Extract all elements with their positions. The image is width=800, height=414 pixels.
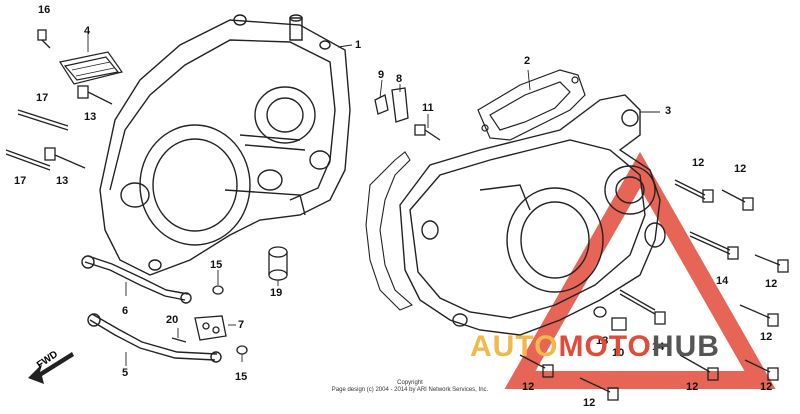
callout-11: 11: [422, 102, 434, 114]
callout-8: 8: [396, 73, 403, 85]
watermark-auto: AUTO: [470, 330, 559, 363]
callout-16: 16: [38, 4, 51, 16]
watermark-hub: HUB: [651, 330, 720, 363]
oil-pipes: [81, 255, 222, 363]
fwd-arrow: [28, 352, 74, 384]
callout-17: 17: [14, 175, 27, 187]
callout-15: 15: [235, 371, 248, 383]
callout-12: 12: [686, 381, 699, 393]
callout-7: 7: [238, 319, 245, 331]
right-crankcase: [399, 94, 666, 336]
callout-2: 2: [524, 55, 531, 67]
callout-13: 13: [84, 111, 97, 123]
callout-12: 12: [760, 331, 773, 343]
callout-20: 20: [166, 314, 179, 326]
watermark-moto: MOTO: [558, 330, 652, 363]
copyright-line-1: Copyright: [397, 380, 423, 386]
copyright-notice: Copyright Page design (c) 2004 - 2014 by…: [300, 380, 520, 394]
callout-12: 12: [734, 163, 747, 175]
callout-5: 5: [122, 367, 129, 379]
strainer-screen: [59, 51, 123, 85]
callout-13: 13: [56, 175, 69, 187]
callout-12: 12: [765, 278, 778, 290]
callout-15: 15: [210, 259, 223, 271]
watermark-triangle: [504, 151, 776, 389]
callout-12: 12: [760, 381, 773, 393]
callout-10: 10: [612, 347, 625, 359]
fasteners-right: [519, 179, 789, 401]
callout-3: 3: [665, 105, 672, 117]
small-parts: [171, 246, 288, 355]
callout-1: 1: [355, 39, 362, 51]
callout-4: 4: [84, 25, 91, 37]
case-gasket: [365, 151, 414, 311]
leader-lines: [87, 32, 660, 366]
gasket-upper: [477, 69, 586, 141]
callout-18: 18: [596, 335, 609, 347]
callout-19: 19: [270, 287, 283, 299]
callout-12: 12: [692, 157, 705, 169]
callout-17: 17: [36, 92, 49, 104]
callout-14: 14: [652, 341, 665, 353]
callout-14: 14: [716, 275, 729, 287]
fasteners-left: [5, 29, 441, 171]
callout-9: 9: [378, 69, 385, 81]
left-crankcase: [99, 14, 351, 276]
callout-12: 12: [522, 381, 535, 393]
callout-12: 12: [583, 397, 596, 409]
copyright-line-2: Page design (c) 2004 - 2014 by ARI Netwo…: [331, 387, 489, 393]
callout-6: 6: [122, 305, 129, 317]
watermark-logo: AUTOMOTOHUB: [470, 330, 720, 364]
